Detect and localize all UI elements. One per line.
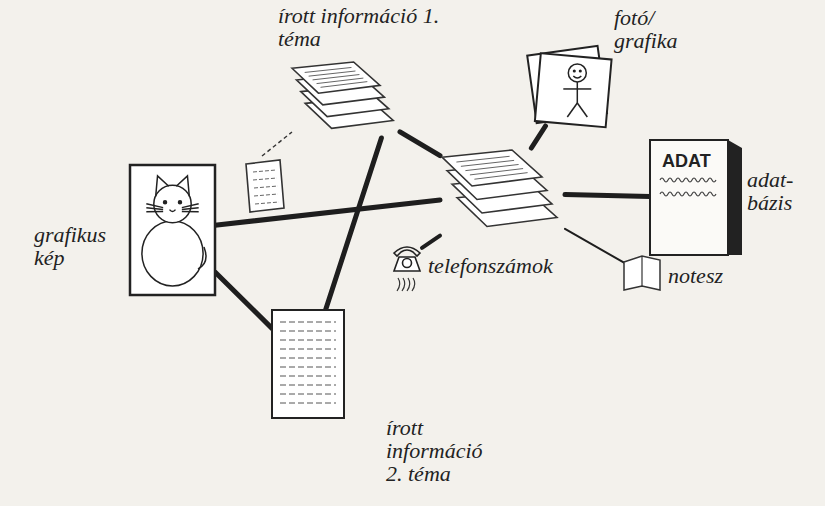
handwritten-label: fotó/ grafika (614, 6, 686, 52)
notebook-icon-drawing (624, 256, 660, 290)
database-title: ADAT (662, 150, 711, 173)
paper-stack-drawing (290, 60, 400, 138)
text-line (280, 394, 336, 395)
notebook-fold (641, 256, 642, 286)
dashed-leader (262, 132, 292, 156)
text-line (280, 349, 336, 350)
connector-line (565, 229, 624, 263)
connector-line (565, 194, 650, 196)
handwritten-label: notesz (668, 264, 723, 287)
scribble-line (660, 178, 716, 182)
text-line (280, 385, 336, 386)
label-holder: notesz (668, 264, 723, 287)
text-line (280, 376, 336, 377)
label-holder: írott információ 1. téma (278, 4, 458, 50)
hatch-line (474, 173, 527, 180)
connector-line (326, 138, 382, 310)
label-holder: telefonszámok (428, 254, 553, 277)
notebook-outline (624, 256, 660, 290)
handwritten-label: telefonszámok (428, 254, 553, 277)
connector-line (531, 126, 545, 148)
paper-sheet-drawing (272, 310, 344, 418)
connector-line (400, 132, 440, 156)
phone-icon: telefonszámok (392, 244, 422, 272)
text-line (280, 322, 336, 323)
handwritten-label: grafikus kép (34, 223, 124, 269)
connector-line (215, 200, 440, 225)
central-stack-drawing (440, 148, 565, 238)
hatch-line (305, 67, 352, 72)
hatch-line (321, 82, 368, 88)
database-side (728, 140, 742, 255)
text-line (280, 358, 336, 359)
text-line (280, 331, 336, 332)
picture-frame: grafikus kép (130, 165, 215, 295)
ring-waves (407, 278, 410, 291)
small-paper (246, 160, 284, 212)
database-front (650, 140, 728, 255)
central-stack (440, 148, 565, 238)
cat-drawing (142, 176, 206, 286)
stick-figure (563, 64, 591, 117)
paper-sheet: írott információ 2. téma (272, 310, 344, 418)
telephone-drawing (394, 247, 420, 271)
handwritten-label: adat-bázis (747, 168, 817, 214)
label-holder: ADAT (662, 150, 711, 173)
frame-outline (130, 165, 215, 295)
label-holder: adat-bázis (747, 168, 817, 214)
paper-sheet-outline (292, 62, 380, 93)
paper-stack: írott információ 1. téma (290, 60, 400, 138)
paper-sheet-outline (442, 150, 542, 186)
connector-line (215, 272, 272, 328)
label-holder: írott információ 2. téma (386, 416, 498, 485)
paper-outline (272, 310, 344, 418)
ring-waves (402, 278, 405, 291)
database-box: ADATadat-bázis (650, 140, 742, 255)
notebook-icon: notesz (624, 256, 660, 290)
hatch-line (456, 156, 509, 162)
photo-card-drawing (528, 48, 613, 126)
handwritten-label: írott információ 1. téma (278, 4, 458, 50)
photo-front (535, 53, 612, 127)
ring-waves (397, 278, 400, 291)
text-line (280, 403, 336, 404)
phone-icon-drawing (392, 244, 422, 272)
text-line (280, 367, 336, 368)
label-holder: grafikus kép (34, 223, 124, 269)
label-holder: fotó/ grafika (614, 6, 686, 52)
connector-line (422, 236, 440, 248)
photo-card: fotó/ grafika (528, 48, 613, 126)
handwritten-label: írott információ 2. téma (386, 416, 498, 485)
ring-waves (412, 278, 415, 291)
scribble-line (660, 192, 716, 196)
picture-frame-drawing (130, 165, 215, 295)
text-line (280, 340, 336, 341)
